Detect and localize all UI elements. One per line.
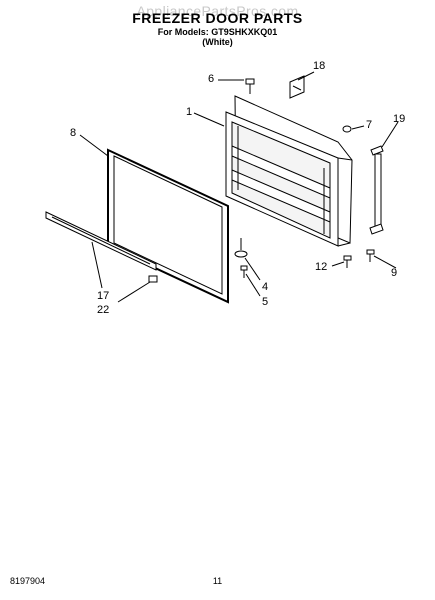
door-shelf-lower: [231, 169, 331, 223]
gasket-inner: [113, 155, 223, 295]
callout-1: 1: [186, 106, 193, 118]
bracket-base: [234, 250, 248, 258]
leader-lines: [79, 71, 399, 303]
leader-8: [79, 134, 109, 157]
callout-6: 6: [208, 73, 215, 85]
callout-5: 5: [262, 296, 269, 308]
callout-18: 18: [313, 60, 326, 72]
leader-18: [297, 71, 315, 81]
handle-bracket-4: [234, 238, 248, 258]
screw-part-12: [343, 255, 352, 268]
hinge-bottom: [369, 223, 384, 235]
leader-1: [193, 112, 225, 127]
plug-part-7: [342, 125, 352, 133]
callout-22: 22: [97, 304, 110, 316]
document-number: 8197904: [10, 576, 46, 586]
label-mark: [292, 85, 302, 91]
hinge-top: [370, 145, 384, 156]
leader-7: [351, 125, 365, 130]
screw-part-5: [240, 265, 248, 278]
breaker-strip: [45, 211, 157, 271]
leader-5: [245, 273, 261, 297]
watermark-text: AppliancePartsPros.com: [136, 3, 299, 19]
callout-17: 17: [97, 290, 110, 302]
leader-4: [244, 257, 261, 281]
page-number: 11: [212, 576, 223, 586]
screw-head: [343, 255, 352, 261]
leader-19: [381, 121, 399, 148]
hinge-bar: [374, 153, 382, 229]
screw-part-6: [245, 78, 255, 94]
models-line: For Models: GT9SHKXKQ01: [157, 27, 278, 37]
hinge-bracket-19: [369, 145, 384, 235]
leader-22: [117, 281, 151, 303]
door-gasket: [107, 148, 229, 304]
callout-8: 8: [70, 127, 77, 139]
callout-9: 9: [391, 267, 398, 279]
cap-body: [148, 275, 158, 283]
label-part-18: [289, 75, 305, 99]
leader-12: [331, 261, 345, 267]
leader-17: [91, 241, 103, 289]
gasket-outer: [107, 148, 229, 304]
breaker-strip-edge: [51, 216, 151, 265]
callout-4: 4: [262, 281, 269, 293]
door-shelf-upper: [231, 145, 331, 199]
door-edge-line: [337, 157, 353, 161]
plug-body: [342, 125, 352, 133]
screw-head: [240, 265, 248, 271]
screw-head: [245, 78, 255, 85]
cap-part-22: [148, 275, 158, 283]
callout-7: 7: [366, 119, 373, 131]
door-edge-line: [337, 242, 351, 247]
screw-head: [366, 249, 375, 255]
label-plate: [289, 75, 305, 99]
page-title: FREEZER DOOR PARTS: [132, 10, 303, 26]
screw-part-9: [366, 249, 375, 262]
leader-9: [373, 255, 397, 269]
callout-12: 12: [315, 261, 328, 273]
color-line: (White): [202, 37, 233, 47]
callout-19: 19: [393, 113, 406, 125]
door-panel: [225, 95, 353, 247]
